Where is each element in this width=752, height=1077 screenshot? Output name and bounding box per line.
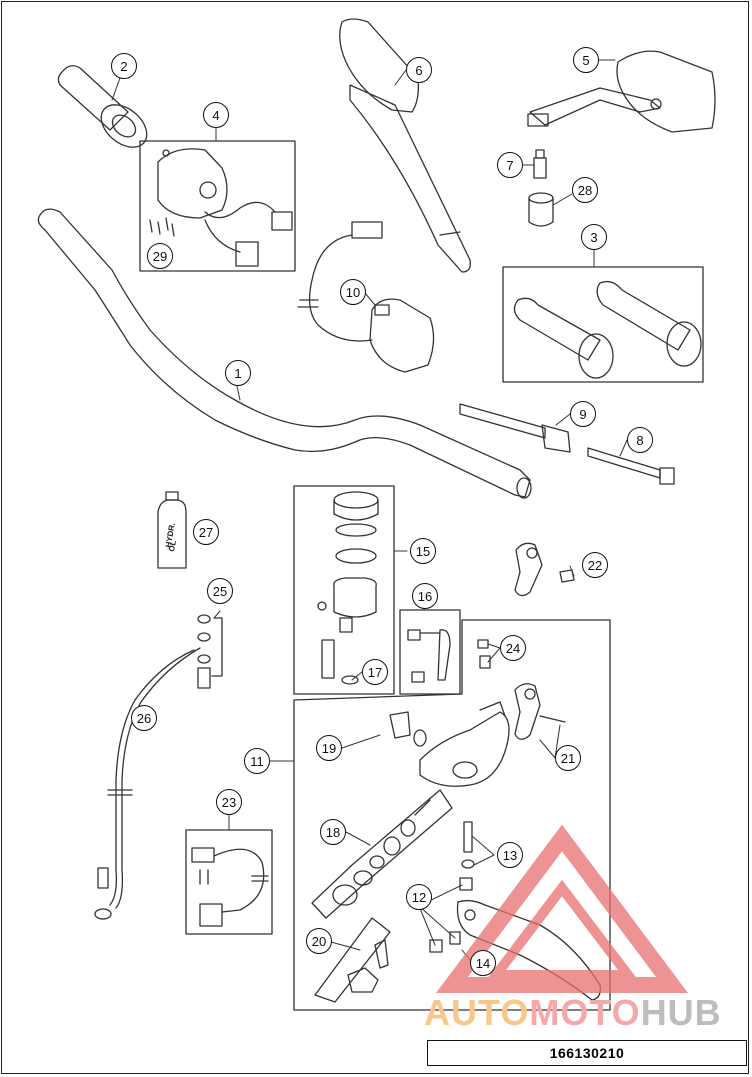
brake-hose bbox=[94, 647, 201, 920]
callout-4: 4 bbox=[203, 102, 229, 128]
pushrod-frame bbox=[314, 917, 391, 1003]
mirror-right bbox=[527, 50, 716, 133]
watermark-logo bbox=[436, 824, 688, 993]
callout-24: 24 bbox=[500, 635, 526, 661]
callout-23: 23 bbox=[216, 789, 242, 815]
callout-5: 5 bbox=[573, 47, 599, 73]
callout-1: 1 bbox=[225, 360, 251, 386]
callout-13: 13 bbox=[497, 842, 523, 868]
switch-box bbox=[139, 140, 296, 272]
callout-12: 12 bbox=[406, 884, 432, 910]
callout-21: 21 bbox=[555, 745, 581, 771]
bottle-label-line2: ÖL bbox=[167, 540, 178, 553]
lever-parts bbox=[407, 629, 451, 683]
bottle-27 bbox=[157, 491, 187, 569]
callout-10: 10 bbox=[340, 279, 366, 305]
reservoir-box bbox=[293, 485, 395, 695]
piston-kit bbox=[332, 799, 431, 906]
callout-8: 8 bbox=[627, 427, 653, 453]
callout-29: 29 bbox=[147, 243, 173, 269]
callout-27: 27 bbox=[193, 519, 219, 545]
callout-17: 17 bbox=[362, 659, 388, 685]
piston-kit-frame bbox=[311, 789, 453, 919]
callout-18: 18 bbox=[320, 819, 346, 845]
callout-14: 14 bbox=[470, 950, 496, 976]
watermark-part-hub: HUB bbox=[640, 992, 722, 1033]
grip-left bbox=[57, 65, 148, 148]
callout-9: 9 bbox=[570, 401, 596, 427]
callout-20: 20 bbox=[306, 928, 332, 954]
bottle-label: HYDR. ÖL bbox=[164, 522, 178, 552]
callout-3: 3 bbox=[581, 224, 607, 250]
callout-6: 6 bbox=[406, 57, 432, 83]
pushrod bbox=[347, 939, 389, 993]
master-cylinder bbox=[419, 701, 510, 787]
watermark-part-auto: AUTO bbox=[424, 992, 530, 1033]
document-number: 166130210 bbox=[427, 1040, 747, 1066]
watermark-text: AUTOMOTOHUB bbox=[424, 992, 722, 1034]
mirror-left bbox=[339, 18, 471, 273]
nut-28 bbox=[528, 192, 554, 227]
switch-left bbox=[149, 148, 293, 267]
callout-15: 15 bbox=[410, 538, 436, 564]
reservoir bbox=[317, 491, 379, 685]
callout-25: 25 bbox=[207, 578, 233, 604]
bleed-screw-24 bbox=[477, 639, 491, 669]
bottle-label-line1: HYDR. bbox=[164, 522, 177, 548]
bolt-8 bbox=[587, 447, 675, 485]
clamp-21 bbox=[514, 683, 566, 740]
callout-11: 11 bbox=[244, 748, 270, 774]
brake-lever bbox=[429, 877, 601, 1001]
clamp-22 bbox=[514, 542, 575, 597]
grip-set bbox=[513, 280, 702, 379]
bolt-13 bbox=[461, 821, 475, 869]
adapter-7 bbox=[533, 149, 547, 179]
switch-right bbox=[297, 221, 435, 373]
bar-end-9 bbox=[459, 403, 571, 453]
callout-22: 22 bbox=[582, 552, 608, 578]
callout-19: 19 bbox=[316, 735, 342, 761]
grips-box bbox=[502, 266, 704, 383]
master-cylinder-box bbox=[293, 619, 611, 1011]
switch-19 bbox=[389, 711, 427, 747]
callout-2: 2 bbox=[111, 53, 137, 79]
callout-26: 26 bbox=[131, 705, 157, 731]
callout-16: 16 bbox=[412, 583, 438, 609]
handlebar bbox=[37, 208, 532, 499]
banjo-25 bbox=[197, 614, 223, 689]
callout-28: 28 bbox=[572, 177, 598, 203]
lever-parts-box bbox=[399, 609, 461, 695]
callout-7: 7 bbox=[497, 152, 523, 178]
brake-switch-box bbox=[185, 829, 273, 935]
brake-switch bbox=[191, 847, 269, 927]
watermark-part-moto: MOTO bbox=[529, 992, 641, 1033]
